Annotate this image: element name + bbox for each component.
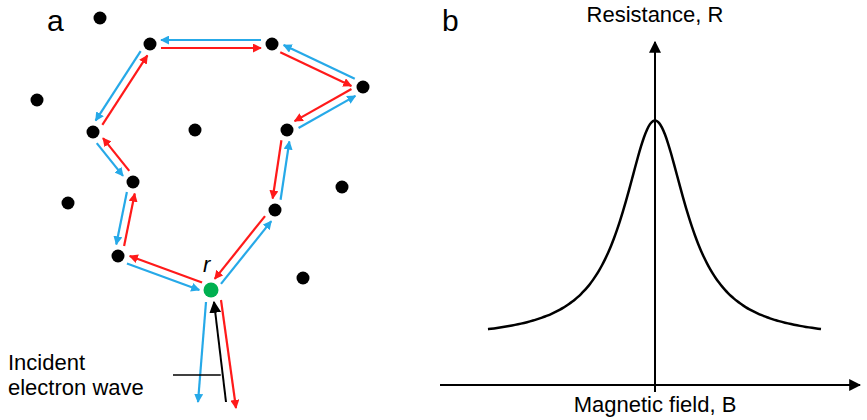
scatterer-dot xyxy=(127,176,140,189)
panel-label: b xyxy=(442,4,459,38)
red-path-arrow xyxy=(280,52,351,86)
scatterer-dot xyxy=(266,38,279,51)
scatterer-dot xyxy=(94,12,107,25)
outgoing-red-wave xyxy=(221,300,236,408)
scatterer-dot xyxy=(357,81,370,94)
scatterer-dot xyxy=(336,181,349,194)
red-path-arrow xyxy=(295,89,352,121)
axis-title: Magnetic field, B xyxy=(574,392,737,417)
blue-path-arrow xyxy=(97,143,123,176)
position-label: r xyxy=(203,252,210,277)
red-path-arrow xyxy=(102,55,147,125)
field-axis xyxy=(440,384,860,386)
origin-dot xyxy=(204,283,219,298)
blue-path-arrow xyxy=(116,192,127,244)
scatterer-dot xyxy=(281,124,294,137)
scatterer-dot xyxy=(87,126,100,139)
blue-path-arrow xyxy=(127,264,199,290)
blue-path-arrow xyxy=(221,221,271,284)
panel-label: a xyxy=(47,4,64,38)
scatterer-dot xyxy=(269,204,282,217)
blue-path-arrow xyxy=(299,96,356,128)
blue-path-arrow xyxy=(161,39,261,41)
scatterer-dot xyxy=(189,124,202,137)
scatterer-dot xyxy=(112,250,125,263)
scatterer-dot xyxy=(144,38,157,51)
red-path-arrow xyxy=(215,216,265,279)
red-path-arrow xyxy=(161,47,261,49)
axis-title: Resistance, R xyxy=(587,2,724,27)
red-path-arrow xyxy=(273,140,282,198)
blue-path-arrow xyxy=(284,45,355,79)
outgoing-blue-wave xyxy=(198,302,206,402)
blue-path-arrow xyxy=(281,141,290,199)
leader-line xyxy=(173,374,221,376)
resistance-peak-curve xyxy=(488,120,821,329)
scatterer-dot xyxy=(297,272,310,285)
blue-path-arrow xyxy=(96,51,141,121)
scatterer-dot xyxy=(31,94,44,107)
scatterer-dot xyxy=(62,197,75,210)
resistance-axis xyxy=(654,42,656,412)
incident-wave-label: Incident electron wave xyxy=(8,350,168,400)
